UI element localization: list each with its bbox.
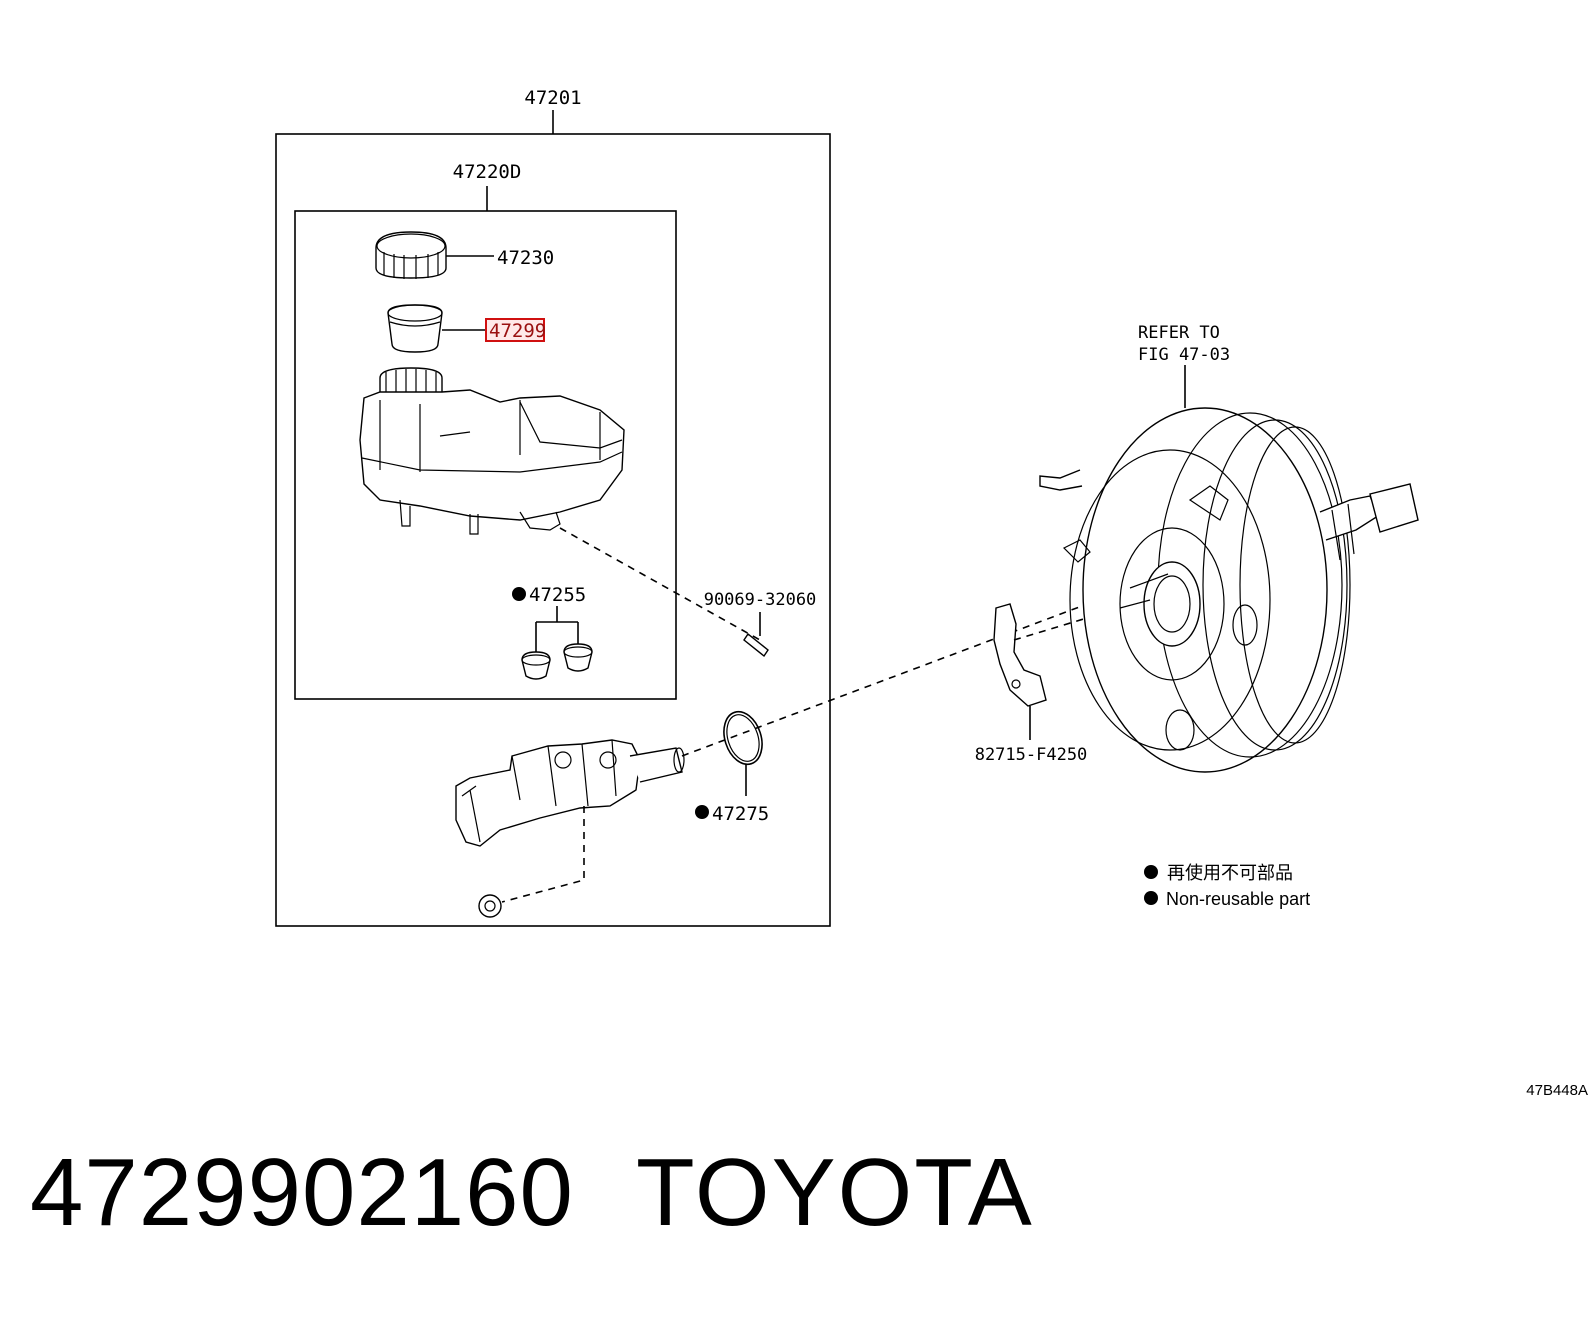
oring-part: 47275 <box>695 710 769 825</box>
label-refer-line1: REFER TO <box>1138 323 1220 343</box>
reservoir-assembly-box: 47220D <box>294 161 677 700</box>
label-bracket: 82715-F4250 <box>975 745 1088 765</box>
strainer-part: 47299 <box>387 304 546 353</box>
nut-part <box>478 894 502 918</box>
pin-part: 90069-32060 <box>704 590 817 658</box>
illustration-code: 47B448A <box>1526 1082 1588 1099</box>
label-reservoir-assembly: 47220D <box>453 161 522 183</box>
part-number: 4729902160 <box>30 1139 574 1246</box>
non-reusable-marker <box>512 587 526 601</box>
label-grommet: 47255 <box>529 584 586 606</box>
master-cylinder-part <box>455 739 685 847</box>
legend-japanese: 再使用不可部品 <box>1167 863 1293 883</box>
highlight-box <box>485 318 545 342</box>
brand-name: TOYOTA <box>636 1139 1034 1246</box>
assembly-box: 47201 <box>275 87 831 927</box>
legend: 再使用不可部品 Non-reusable part <box>1144 863 1310 909</box>
legend-marker-en <box>1144 891 1158 905</box>
bracket-part: 82715-F4250 <box>975 603 1121 765</box>
label-assembly: 47201 <box>524 87 581 109</box>
label-pin: 90069-32060 <box>704 590 817 610</box>
legend-english: Non-reusable part <box>1166 889 1310 909</box>
grommet-part: 47255 <box>512 584 593 680</box>
non-reusable-marker <box>695 805 709 819</box>
legend-marker-jp <box>1144 865 1158 879</box>
label-strainer: 47299 <box>489 320 546 342</box>
reservoir-cap-part: 47230 <box>375 231 554 279</box>
label-cap: 47230 <box>497 247 554 269</box>
brake-booster-part: REFER TO FIG 47-03 <box>1039 323 1419 773</box>
label-oring: 47275 <box>712 803 769 825</box>
reservoir-tank-part <box>359 367 625 535</box>
label-refer-line2: FIG 47-03 <box>1138 345 1230 365</box>
